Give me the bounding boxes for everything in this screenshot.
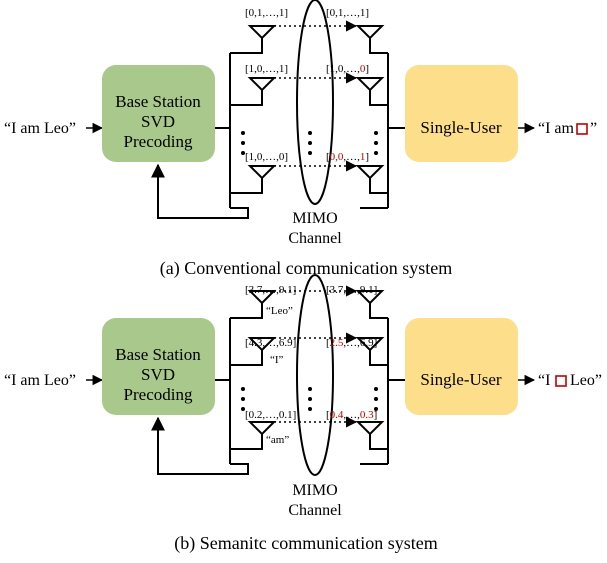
output-suffix: ” <box>590 120 597 137</box>
panel-a: “I am Leo” Base Station SVD Precoding <box>4 0 597 279</box>
rx-vector-3: [0.4,…,0.3] <box>326 409 377 421</box>
rx-vector-3: [0,0,…,1] <box>326 151 369 163</box>
rx-vector-2: [2.5,…,6.9] <box>326 337 377 349</box>
bs-label-2: SVD <box>141 112 175 131</box>
user-label: Single-User <box>420 370 502 389</box>
tx-vector-1: [3.7,…,9.1] <box>245 284 296 296</box>
caption-b: (b) Semanitc communication system <box>174 533 437 554</box>
mimo-channel-ellipse <box>296 0 334 205</box>
rx-vector-1: [3.7,…,9.1] <box>326 284 377 296</box>
single-user-block <box>405 65 518 162</box>
tx-vector-1: [0,1,…,1] <box>245 7 288 19</box>
word-label-2: “I” <box>270 354 284 366</box>
mimo-label-1: MIMO <box>292 210 337 227</box>
rx-vector-2: [1,0,…,0] <box>326 63 369 75</box>
output-prefix: “I am <box>538 120 575 137</box>
rx-vector-1: [0,1,…,1] <box>326 7 369 19</box>
word-label-1: “Leo” <box>266 305 293 317</box>
base-station-block <box>102 65 215 162</box>
mimo-channel-ellipse <box>296 274 334 476</box>
output-suffix: Leo” <box>570 372 602 389</box>
tx-vector-3: [1,0,…,0] <box>245 151 288 163</box>
bs-label-1: Base Station <box>115 345 201 364</box>
antenna-icon <box>355 290 385 436</box>
bs-label-1: Base Station <box>115 92 201 111</box>
tx-vector-2: [1,0,…,1] <box>245 63 288 75</box>
input-text: “I am Leo” <box>4 372 76 389</box>
antenna-icon <box>355 25 385 180</box>
input-text: “I am Leo” <box>4 120 76 137</box>
panel-b: “I am Leo” Base Station SVD Precoding <box>4 274 602 554</box>
mimo-label-2: Channel <box>288 230 342 247</box>
output-prefix: “I <box>538 372 550 389</box>
base-station-block <box>102 318 215 415</box>
bs-label-2: SVD <box>141 365 175 384</box>
antenna-icon <box>247 25 277 180</box>
bs-label-3: Precoding <box>124 385 193 404</box>
erasure-box-icon <box>576 123 588 135</box>
word-label-3: “am” <box>266 434 289 446</box>
tx-vector-2: [4.3,…,6.9] <box>245 337 296 349</box>
bs-label-3: Precoding <box>124 132 193 151</box>
caption-a: (a) Conventional communication system <box>160 258 452 279</box>
mimo-label-2: Channel <box>288 502 342 519</box>
erasure-box-icon <box>555 375 567 387</box>
single-user-block <box>405 318 518 415</box>
user-label: Single-User <box>420 118 502 137</box>
tx-vector-3: [0.2,…,0.1] <box>245 409 296 421</box>
antenna-icon <box>247 290 277 436</box>
mimo-label-1: MIMO <box>292 482 337 499</box>
